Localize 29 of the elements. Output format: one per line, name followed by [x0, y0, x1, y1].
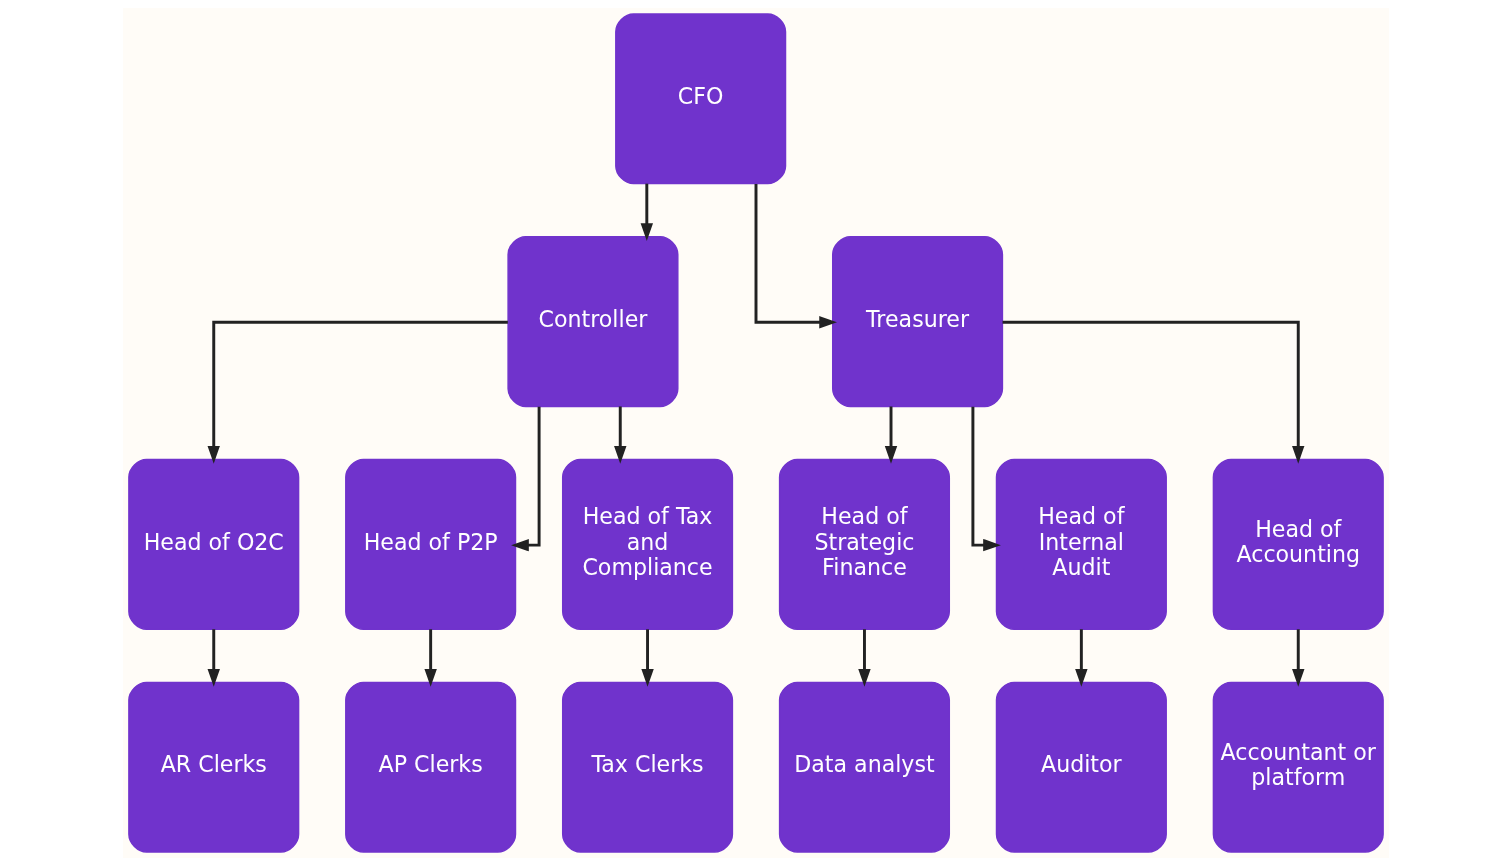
node-box: AR Clerks: [127, 681, 299, 853]
arrow: [510, 406, 541, 552]
arrow: [1074, 629, 1088, 687]
arrow: [970, 406, 1001, 552]
node-box: Head of Accounting: [1212, 458, 1384, 630]
node-box: Head of O2C: [127, 458, 299, 630]
node-box: Head of P2P: [344, 458, 516, 630]
node-box: Tax Clerks: [561, 681, 733, 853]
node-box: Head of Internal Audit: [995, 458, 1167, 630]
node-box: Accountant or platform: [1212, 681, 1384, 853]
arrow: [423, 629, 437, 687]
arrow: [884, 406, 897, 464]
node-box: Controller: [506, 236, 679, 408]
node-box: Auditor: [995, 681, 1167, 853]
arrow: [207, 320, 508, 464]
node-box: CFO: [614, 13, 786, 185]
node-box: Data analyst: [778, 681, 950, 853]
arrow: [1002, 320, 1304, 464]
arrow: [857, 629, 871, 687]
arrow: [1291, 629, 1304, 687]
arrow: [640, 629, 654, 687]
node-box: Head of Tax and Compliance: [561, 458, 733, 630]
node-box: Head of Strategic Finance: [778, 458, 950, 630]
node-box: AP Clerks: [344, 681, 516, 853]
node-box: Treasurer: [831, 236, 1003, 408]
arrow: [207, 629, 220, 687]
arrow: [640, 183, 653, 242]
arrow: [754, 183, 837, 329]
arrow: [613, 406, 626, 464]
